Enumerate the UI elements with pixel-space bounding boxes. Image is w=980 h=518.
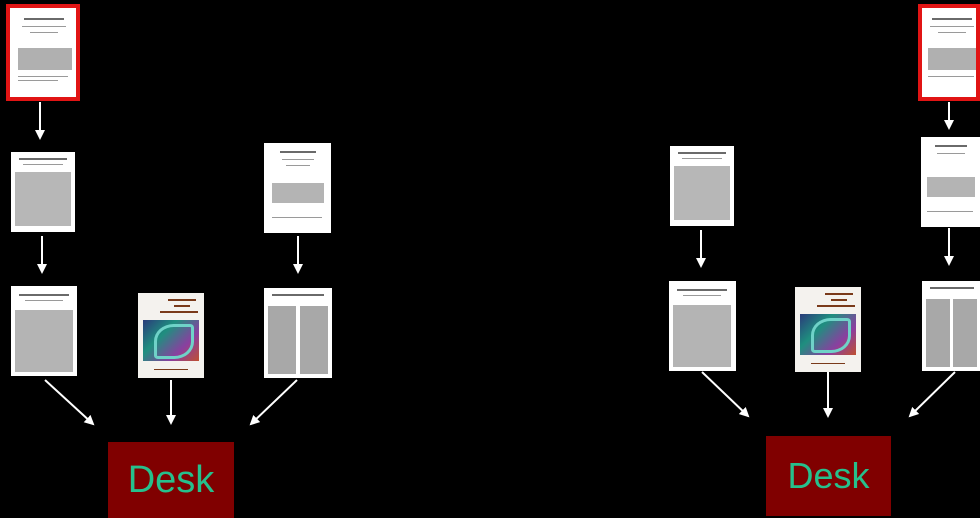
arrow-right-6 [908,371,956,418]
paper-right-3[interactable] [921,137,980,227]
book-cover-right[interactable] [795,287,861,372]
desk-label: Desk [787,455,870,496]
paper-left-4[interactable] [11,286,77,376]
arrow-right-4 [701,371,750,418]
paper-right-5[interactable] [922,281,980,371]
paper-left-5[interactable] [264,288,332,378]
paper-selected-left[interactable] [6,4,80,101]
arrow-left-6 [249,379,298,426]
desk-box-right: Desk [766,436,891,516]
paper-selected-right[interactable] [918,4,980,101]
paper-left-2[interactable] [11,152,75,232]
paper-right-4[interactable] [669,281,736,371]
desk-label: Desk [127,458,215,501]
book-cover-left[interactable] [138,293,204,378]
paper-right-2[interactable] [670,146,734,226]
arrow-left-4 [44,379,95,426]
desk-box-left: Desk [108,442,234,518]
paper-left-3[interactable] [264,143,331,233]
